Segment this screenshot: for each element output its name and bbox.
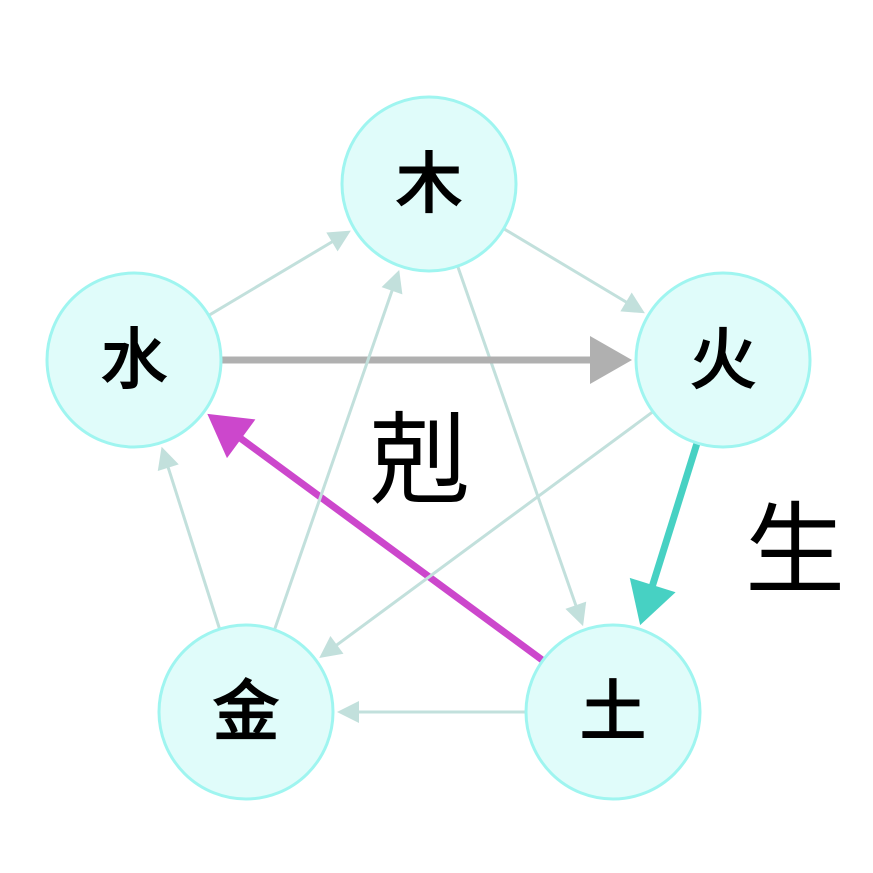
edge-fire-to-metal bbox=[319, 409, 656, 658]
edge-line bbox=[334, 409, 656, 648]
edge-earth-to-metal bbox=[337, 701, 528, 723]
node-label: 火 bbox=[690, 322, 756, 399]
overcoming-label: 剋 bbox=[370, 402, 470, 519]
edge-fire-to-earth bbox=[629, 440, 701, 626]
node-wood: 木 bbox=[340, 95, 518, 273]
node-label: 木 bbox=[396, 146, 462, 223]
edge-water-to-fire bbox=[219, 336, 632, 384]
node-circle bbox=[340, 95, 518, 273]
edge-arrowhead bbox=[337, 701, 359, 723]
edge-arrowhead bbox=[381, 269, 403, 295]
node-earth: 土 bbox=[524, 623, 702, 801]
edge-wood-to-fire bbox=[501, 226, 645, 314]
edge-line bbox=[648, 440, 701, 589]
edge-line bbox=[166, 465, 222, 632]
edge-line bbox=[272, 288, 395, 633]
edge-water-to-wood bbox=[206, 230, 351, 318]
edge-arrowhead bbox=[620, 292, 645, 314]
edge-arrowhead bbox=[319, 636, 344, 658]
edge-arrowhead bbox=[207, 413, 256, 459]
edge-arrowhead bbox=[590, 336, 632, 384]
edges-layer bbox=[157, 226, 701, 723]
edge-arrowhead bbox=[157, 446, 179, 472]
node-metal: 金 bbox=[157, 623, 335, 801]
generating-label: 生 bbox=[745, 492, 845, 609]
node-water: 水 bbox=[45, 271, 223, 449]
edge-line bbox=[237, 434, 547, 665]
edge-arrowhead bbox=[326, 230, 351, 252]
node-fire: 火 bbox=[634, 271, 812, 449]
edge-line bbox=[455, 263, 578, 608]
edge-arrowhead bbox=[629, 577, 676, 626]
node-circle bbox=[524, 623, 702, 801]
node-label: 水 bbox=[101, 322, 168, 399]
edge-line bbox=[501, 226, 629, 305]
node-label: 土 bbox=[580, 674, 646, 751]
edge-metal-to-water bbox=[157, 446, 222, 632]
edge-metal-to-wood bbox=[272, 269, 403, 633]
node-label: 金 bbox=[212, 674, 280, 751]
edge-earth-to-water bbox=[207, 413, 547, 665]
edge-arrowhead bbox=[565, 601, 587, 627]
edge-line bbox=[206, 239, 335, 318]
node-circle bbox=[157, 623, 335, 801]
edge-wood-to-earth bbox=[455, 263, 587, 627]
nodes-layer: 木火土 金 水 bbox=[45, 95, 812, 801]
node-circle bbox=[634, 271, 812, 449]
node-circle bbox=[45, 271, 223, 449]
